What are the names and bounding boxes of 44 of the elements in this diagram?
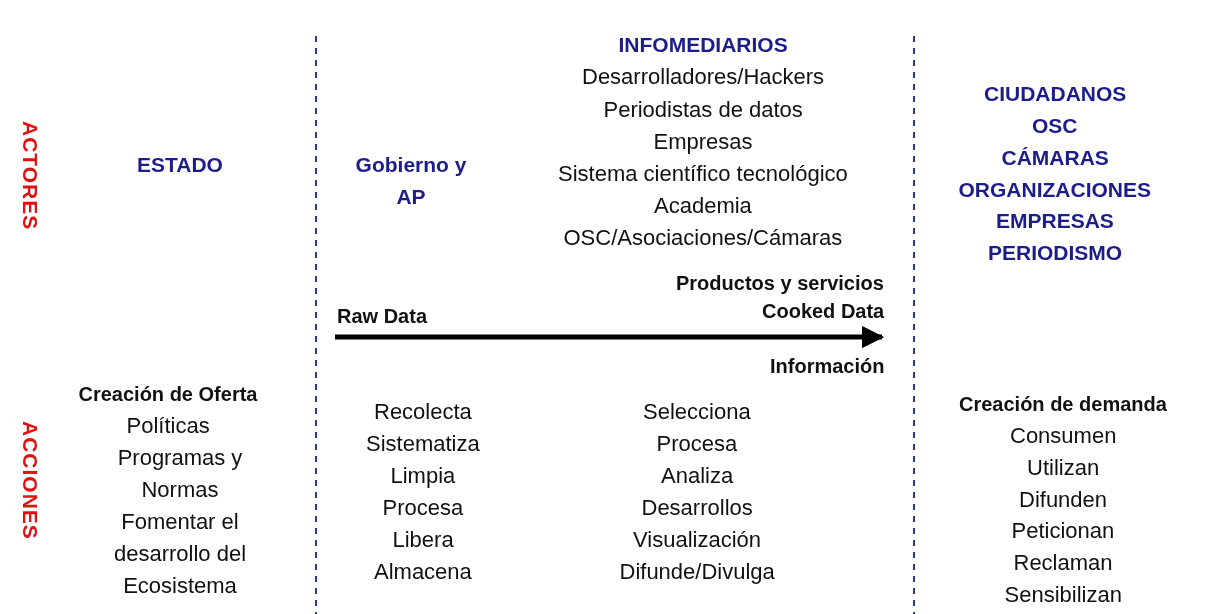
list-item: Procesa [382, 494, 464, 522]
list-item: ORGANIZACIONES [958, 177, 1151, 203]
list-item: Desarrollos [641, 494, 753, 522]
arrow-label: Productos y servicios [676, 271, 884, 296]
list-item: Analiza [661, 462, 734, 490]
list-item: Visualización [633, 526, 761, 554]
arrow-label: Información [770, 354, 885, 379]
list-item: Periodistas de datos [603, 96, 803, 124]
list-item: Libera [392, 526, 454, 554]
list-item: Fomentar el desarrollo del Ecosistema [112, 508, 248, 600]
list-item: Almacena [374, 558, 472, 586]
column-heading: ESTADO [137, 152, 223, 178]
list-item: Utilizan [1027, 453, 1100, 482]
list-item: Reclaman [1013, 549, 1113, 578]
arrow-label: Cooked Data [762, 299, 885, 324]
list-item: CIUDADANOS [984, 81, 1127, 107]
list-item: CÁMARAS [1001, 145, 1109, 171]
list-item: Consumen [1010, 422, 1117, 450]
list-item: Difunden [1019, 485, 1108, 514]
list-item: Procesa [656, 430, 738, 458]
list-item: Difunde/Divulga [619, 558, 775, 586]
list-item: EMPRESAS [996, 208, 1114, 234]
list-item: Peticionan [1011, 517, 1115, 546]
arrow-label: Raw Data [337, 304, 428, 329]
list-item: Sistema científico tecnológico [558, 160, 848, 188]
list-item: Recolecta [374, 398, 472, 426]
list-item: Desarrolladores/Hackers [582, 63, 825, 91]
list-item: Empresas [653, 128, 753, 156]
list-item: Sistematiza [366, 430, 480, 458]
side-heading: ACCIONES [18, 420, 43, 540]
list-item: Limpia [390, 462, 456, 490]
column-heading: Creación de demanda [959, 392, 1167, 417]
column-heading: INFOMEDIARIOS [618, 32, 788, 58]
list-item: PERIODISMO [988, 240, 1123, 266]
list-item: Selecciona [643, 398, 751, 426]
column-heading: Creación de Oferta [78, 382, 258, 407]
list-item: Sensibilizan [1004, 581, 1122, 609]
column-heading: Gobierno y AP [354, 152, 468, 210]
list-item: Programas y Normas [116, 444, 244, 504]
list-item: OSC [1032, 113, 1078, 139]
side-heading: ACTORES [18, 120, 43, 230]
list-item: OSC/Asociaciones/Cámaras [563, 224, 843, 252]
list-item: Academia [654, 192, 752, 220]
list-item: Políticas [126, 412, 210, 440]
